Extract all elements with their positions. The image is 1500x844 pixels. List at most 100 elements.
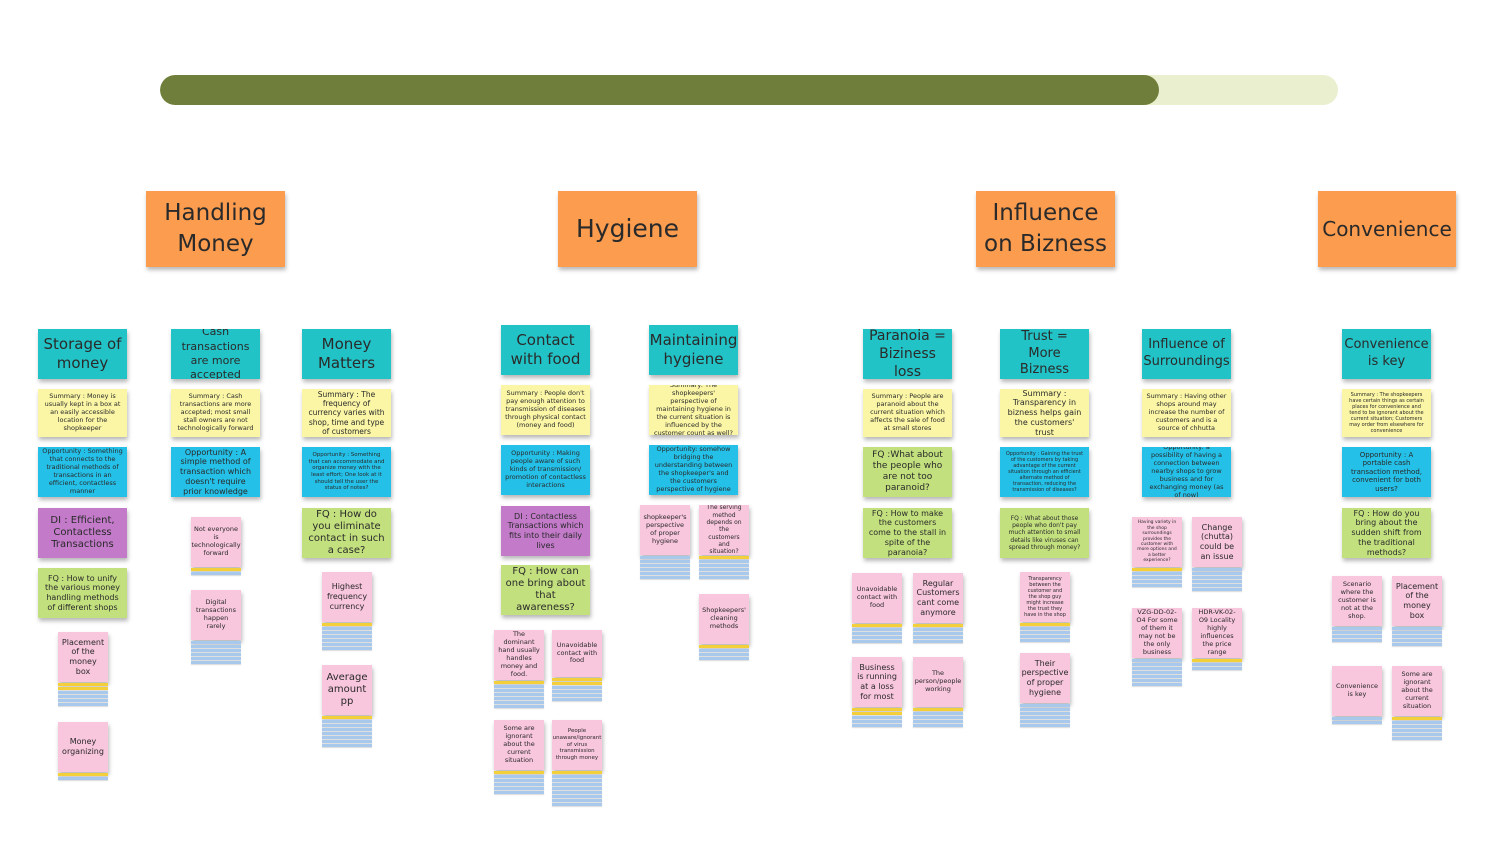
design-idea-contact-food[interactable]: DI : Contactless Transactions which fits… [501,506,590,556]
insight-note[interactable]: Scenario where the customer is not at th… [1332,576,1382,626]
stacked-note-layer [191,641,241,644]
stacked-note-layer [913,628,963,631]
insight-note[interactable]: Highest frequency currency [322,572,372,622]
category-influence-of-surroundings[interactable]: Influence of Surroundings [1142,329,1231,379]
category-storage-of-money[interactable]: Storage of money [38,329,127,379]
stacked-note-layer [1392,631,1442,634]
summary-surroundings[interactable]: Summary : Having other shops around may … [1142,389,1231,437]
category-contact-with-food[interactable]: Contact with food [501,325,590,375]
stacked-note-layer [852,636,902,639]
stacked-note-layer [322,635,372,638]
stacked-note-layer [1332,721,1382,724]
focus-question-convenience[interactable]: FQ : How do you bring about the sudden s… [1342,508,1431,558]
insight-note[interactable]: Having variety in the shop surroundings … [1132,517,1182,567]
stacked-note-layer [494,787,544,790]
stacked-note-layer [699,560,749,563]
summary-convenience[interactable]: Summary : The shopkeepers have certain t… [1342,389,1431,437]
stacked-note-layer [1392,635,1442,638]
note-stack [552,678,602,702]
category-convenience-is-key[interactable]: Convenience is key [1342,329,1431,379]
opportunity-storage[interactable]: Opportunity : Something that connects to… [38,447,127,497]
summary-trust[interactable]: Summary : Transparency in bizness helps … [1000,389,1089,437]
opportunity-money-matters[interactable]: Opportunity : Something that can accommo… [302,447,391,497]
insight-note[interactable]: Convenience is key [1332,666,1382,716]
stacked-note-layer [1192,667,1242,670]
stacked-note-layer [640,572,690,575]
stacked-note-layer [191,649,241,652]
insight-note[interactable]: People unaware/ignorant of virus transmi… [552,720,602,770]
insight-note[interactable]: Some are ignorant about the current situ… [1392,666,1442,716]
insight-note[interactable]: Not everyone is technologically forward [191,517,241,567]
insight-note[interactable]: Transparency between the customer and th… [1020,572,1070,622]
summary-contact-food[interactable]: Summary : People don't pay enough attent… [501,385,590,435]
opportunity-cash[interactable]: Opportunity : A simple method of transac… [171,447,260,497]
category-cash-transactions[interactable]: Cash transactions are more accepted [171,329,260,379]
stacked-note-layer [699,657,749,660]
category-money-matters[interactable]: Money Matters [302,329,391,379]
focus-question-trust[interactable]: FQ : What about those people who don't p… [1000,508,1089,558]
opportunity-convenience[interactable]: Opportunity : A portable cash transactio… [1342,447,1431,497]
header-influence-on-bizness[interactable]: Influence on Bizness [976,191,1115,267]
insight-note[interactable]: Unavoidable contact with food [852,573,902,623]
stacked-note-layer [322,627,372,630]
note-stack [1132,568,1182,588]
design-idea-storage[interactable]: DI : Efficient, Contactless Transactions [38,508,127,558]
opportunity-maintaining[interactable]: Opportunity: somehow bridging the unders… [649,445,738,495]
header-convenience[interactable]: Convenience [1318,191,1456,267]
note-stack [699,645,749,661]
opportunity-trust[interactable]: Opportunity : Gaining the trust of the c… [1000,447,1089,497]
stacked-note-layer [552,795,602,798]
insight-note[interactable]: Placement of the money box [1392,576,1442,626]
summary-cash[interactable]: Summary : Cash transactions are more acc… [171,389,260,437]
stacked-note-layer [1132,580,1182,583]
insight-note[interactable]: Some are ignorant about the current situ… [494,720,544,770]
insight-note[interactable]: HDR-VK-02-O9 Locality highly influences … [1192,608,1242,658]
insight-note[interactable]: Money organizing [58,722,108,772]
insight-note[interactable]: VZG-DD-02-O4 For some of them it may not… [1132,608,1182,658]
header-hygiene[interactable]: Hygiene [558,191,697,267]
focus-question-paranoia-2[interactable]: FQ : How to make the customers come to t… [863,508,952,558]
stacked-note-layer [494,771,544,774]
category-paranoia[interactable]: Paranoia = Biziness loss [863,329,952,379]
category-trust[interactable]: Trust = More Bizness [1000,329,1089,379]
insight-note[interactable]: Shopkeepers' cleaning methods [699,594,749,644]
category-maintaining-hygiene[interactable]: Maintaining hygiene [649,325,738,375]
focus-question-storage[interactable]: FQ : How to unify the various money hand… [38,568,127,618]
note-stack [1392,627,1442,647]
stacked-note-layer [1392,717,1442,720]
insight-note[interactable]: Unavoidable contact with food [552,630,602,677]
insight-note[interactable]: Their perspective of proper hygiene [1020,653,1070,703]
stacked-note-layer [322,647,372,650]
insight-note[interactable]: Regular Customers cant come anymore [913,573,963,623]
opportunity-contact-food[interactable]: Opportunity : Making people aware of suc… [501,445,590,495]
stacked-note-layer [58,703,108,706]
summary-paranoia[interactable]: Summary : People are paranoid about the … [863,389,952,437]
stacked-note-layer [494,701,544,704]
insight-note[interactable]: Average amount pp [322,665,372,715]
summary-storage[interactable]: Summary : Money is usually kept in a box… [38,389,127,437]
stacked-note-layer [322,631,372,634]
stacked-note-layer [1392,737,1442,740]
stacked-note-layer [852,708,902,711]
insight-note[interactable]: Business is running at a loss for most [852,657,902,707]
insight-note[interactable]: The person/people working [913,657,963,707]
summary-money-matters[interactable]: Summary : The frequency of currency vari… [302,389,391,437]
insight-note[interactable]: Placement of the money box [58,632,108,682]
note-stack [699,556,749,580]
insight-note[interactable]: shopkeeper's perspective of proper hygie… [640,505,690,555]
insight-note[interactable]: Digital transactions happen rarely [191,590,241,640]
insight-note[interactable]: Change (chutta) could be an issue [1192,517,1242,567]
note-stack [1020,623,1070,643]
stacked-note-layer [913,724,963,727]
focus-question-contact-food[interactable]: FQ : How can one bring about that awaren… [501,565,590,615]
insight-note[interactable]: The dominant hand usually handles money … [494,630,544,680]
header-handling-money[interactable]: Handling Money [146,191,285,267]
stacked-note-layer [699,556,749,559]
stacked-note-layer [191,661,241,664]
opportunity-surroundings[interactable]: Opportunity: a possibility of having a c… [1142,447,1231,497]
summary-maintaining[interactable]: Summary: The shopkeepers' perspective of… [649,385,738,435]
focus-question-money-matters[interactable]: FQ : How do you eliminate contact in suc… [302,508,391,558]
insight-note[interactable]: The serving method depends on the custom… [699,505,749,555]
focus-question-paranoia-1[interactable]: FQ :What about the people who are not to… [863,447,952,497]
stacked-note-layer [58,773,108,776]
